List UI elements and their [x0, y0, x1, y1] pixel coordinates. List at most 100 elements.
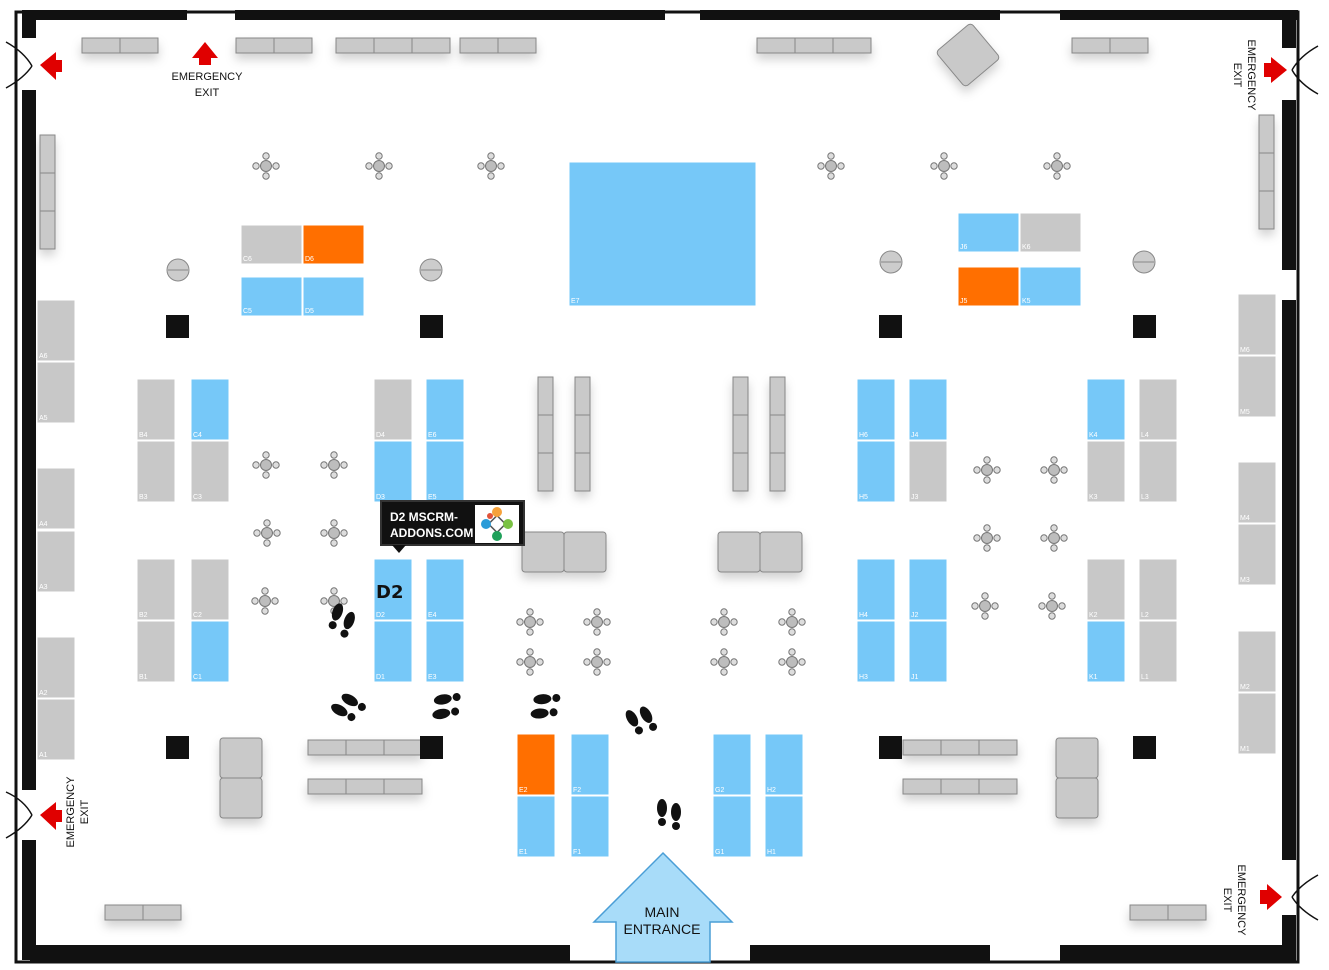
- booth-a2[interactable]: A2: [36, 636, 76, 699]
- booth-m4[interactable]: M4: [1237, 461, 1277, 524]
- booth-j4[interactable]: J4: [908, 378, 948, 441]
- booth-l3-shape[interactable]: [1138, 440, 1178, 503]
- booth-l4-shape[interactable]: [1138, 378, 1178, 441]
- booth-j3[interactable]: J3: [908, 440, 948, 503]
- booth-d5[interactable]: D5: [302, 276, 365, 317]
- booth-e6[interactable]: E6: [425, 378, 465, 441]
- booth-e3-shape[interactable]: [425, 620, 465, 683]
- booth-m5-shape[interactable]: [1237, 355, 1277, 418]
- booth-c6-shape[interactable]: [240, 224, 303, 265]
- booth-l1[interactable]: L1: [1138, 620, 1178, 683]
- booth-h1-shape[interactable]: [764, 795, 804, 858]
- booth-k6-shape[interactable]: [1019, 212, 1082, 253]
- booth-k1-shape[interactable]: [1086, 620, 1126, 683]
- booth-j2[interactable]: J2: [908, 558, 948, 621]
- booth-d6[interactable]: D6: [302, 224, 365, 265]
- booth-k6[interactable]: K6: [1019, 212, 1082, 253]
- booth-a1[interactable]: A1: [36, 698, 76, 761]
- booth-c5-shape[interactable]: [240, 276, 303, 317]
- booth-e3[interactable]: E3: [425, 620, 465, 683]
- booth-e1[interactable]: E1: [516, 795, 556, 858]
- booth-d4[interactable]: D4: [373, 378, 413, 441]
- booth-k1[interactable]: K1: [1086, 620, 1126, 683]
- booth-g2-shape[interactable]: [712, 733, 752, 796]
- booth-j2-shape[interactable]: [908, 558, 948, 621]
- booth-e1-shape[interactable]: [516, 795, 556, 858]
- booth-k2[interactable]: K2: [1086, 558, 1126, 621]
- booth-m6-shape[interactable]: [1237, 293, 1277, 356]
- booth-a4[interactable]: A4: [36, 467, 76, 530]
- booth-h4[interactable]: H4: [856, 558, 896, 621]
- booth-d1-shape[interactable]: [373, 620, 413, 683]
- booth-j6-shape[interactable]: [957, 212, 1020, 253]
- booth-g2[interactable]: G2: [712, 733, 752, 796]
- booth-a3[interactable]: A3: [36, 530, 76, 593]
- booth-j5-shape[interactable]: [957, 266, 1020, 307]
- booth-f2-shape[interactable]: [570, 733, 610, 796]
- booth-e5-shape[interactable]: [425, 440, 465, 503]
- booth-g1[interactable]: G1: [712, 795, 752, 858]
- booth-l3[interactable]: L3: [1138, 440, 1178, 503]
- booth-k5-shape[interactable]: [1019, 266, 1082, 307]
- booth-k3[interactable]: K3: [1086, 440, 1126, 503]
- booth-a2-shape[interactable]: [36, 636, 76, 699]
- booth-c3[interactable]: C3: [190, 440, 230, 503]
- booth-h3[interactable]: H3: [856, 620, 896, 683]
- booth-m4-shape[interactable]: [1237, 461, 1277, 524]
- booth-m5[interactable]: M5: [1237, 355, 1277, 418]
- booth-h2[interactable]: H2: [764, 733, 804, 796]
- booth-d3-shape[interactable]: [373, 440, 413, 503]
- booth-h6-shape[interactable]: [856, 378, 896, 441]
- booth-c4-shape[interactable]: [190, 378, 230, 441]
- booth-a5-shape[interactable]: [36, 361, 76, 424]
- booth-b3-shape[interactable]: [136, 440, 176, 503]
- booth-h2-shape[interactable]: [764, 733, 804, 796]
- booth-b4[interactable]: B4: [136, 378, 176, 441]
- booth-j1[interactable]: J1: [908, 620, 948, 683]
- booth-k2-shape[interactable]: [1086, 558, 1126, 621]
- booth-e2[interactable]: E2: [516, 733, 556, 796]
- booth-c6[interactable]: C6: [240, 224, 303, 265]
- booth-a4-shape[interactable]: [36, 467, 76, 530]
- booth-e6-shape[interactable]: [425, 378, 465, 441]
- booth-c4[interactable]: C4: [190, 378, 230, 441]
- booth-m2[interactable]: M2: [1237, 630, 1277, 693]
- booth-k5[interactable]: K5: [1019, 266, 1082, 307]
- booth-h6[interactable]: H6: [856, 378, 896, 441]
- booth-k4[interactable]: K4: [1086, 378, 1126, 441]
- booth-d2-shape[interactable]: [373, 558, 413, 621]
- booth-e4-shape[interactable]: [425, 558, 465, 621]
- booth-b1-shape[interactable]: [136, 620, 176, 683]
- booth-l4[interactable]: L4: [1138, 378, 1178, 441]
- booth-b4-shape[interactable]: [136, 378, 176, 441]
- booth-d5-shape[interactable]: [302, 276, 365, 317]
- booth-b2-shape[interactable]: [136, 558, 176, 621]
- booth-c1[interactable]: C1: [190, 620, 230, 683]
- booth-m1[interactable]: M1: [1237, 692, 1277, 755]
- booth-c3-shape[interactable]: [190, 440, 230, 503]
- booth-g1-shape[interactable]: [712, 795, 752, 858]
- booth-d3[interactable]: D3: [373, 440, 413, 503]
- booth-e7[interactable]: E7: [568, 161, 757, 307]
- booth-k4-shape[interactable]: [1086, 378, 1126, 441]
- booth-j4-shape[interactable]: [908, 378, 948, 441]
- booth-h4-shape[interactable]: [856, 558, 896, 621]
- booth-h5-shape[interactable]: [856, 440, 896, 503]
- booth-l1-shape[interactable]: [1138, 620, 1178, 683]
- booth-j5[interactable]: J5: [957, 266, 1020, 307]
- booth-m2-shape[interactable]: [1237, 630, 1277, 693]
- booth-d1[interactable]: D1: [373, 620, 413, 683]
- booth-d2[interactable]: D2: [373, 558, 413, 621]
- booth-j1-shape[interactable]: [908, 620, 948, 683]
- booth-j3-shape[interactable]: [908, 440, 948, 503]
- booth-a3-shape[interactable]: [36, 530, 76, 593]
- booth-h5[interactable]: H5: [856, 440, 896, 503]
- booth-f1[interactable]: F1: [570, 795, 610, 858]
- booth-f2[interactable]: F2: [570, 733, 610, 796]
- booth-b3[interactable]: B3: [136, 440, 176, 503]
- booth-h1[interactable]: H1: [764, 795, 804, 858]
- booth-b1[interactable]: B1: [136, 620, 176, 683]
- booth-a5[interactable]: A5: [36, 361, 76, 424]
- booth-m1-shape[interactable]: [1237, 692, 1277, 755]
- booth-a6-shape[interactable]: [36, 299, 76, 362]
